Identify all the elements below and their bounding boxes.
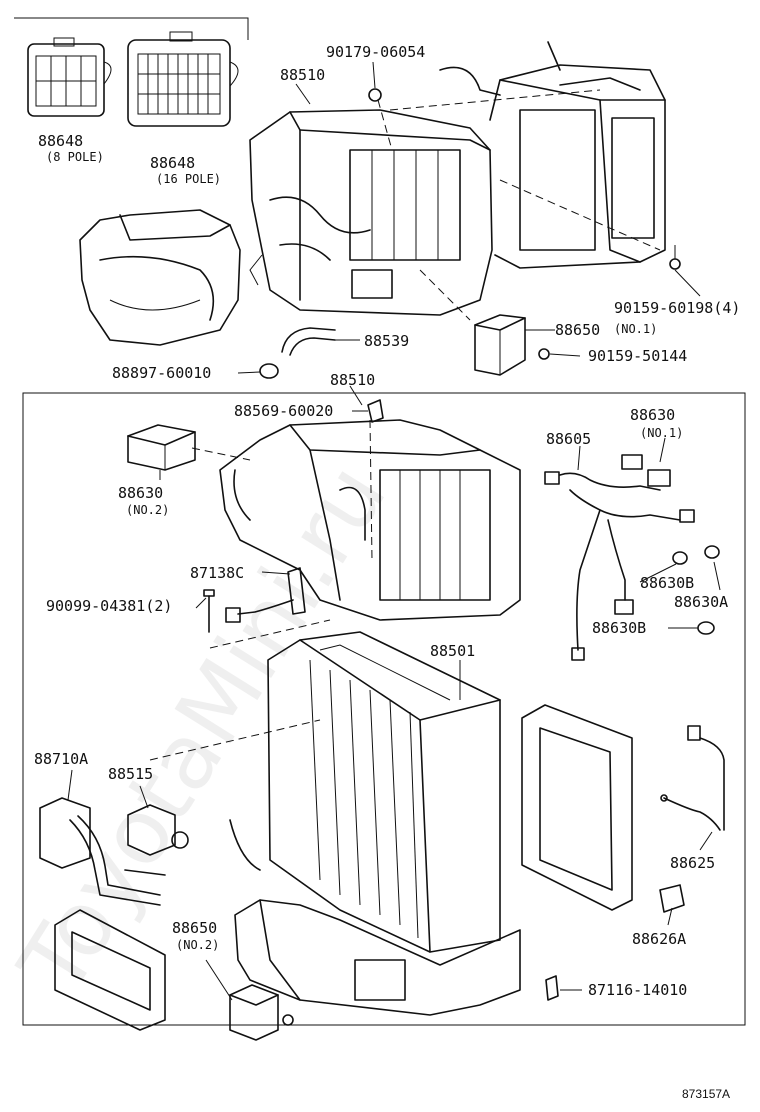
label-88650-no2: 88650 <box>172 919 217 937</box>
evaporator-core-88501-drawing <box>267 631 501 953</box>
leader-line <box>713 561 721 591</box>
tube-88710a-drawing <box>39 797 166 906</box>
clip-88569-drawing <box>367 399 384 423</box>
label-88650-no1: 88650 <box>555 321 600 339</box>
seal-frame-right-drawing <box>521 704 633 911</box>
leader-line <box>195 597 207 609</box>
label-87116-14010: 87116-14010 <box>588 981 687 999</box>
blower-housing-top-left <box>79 209 241 346</box>
label-88650-no2-sub: (NO.2) <box>176 938 219 952</box>
label-88650-no1-sub: (NO.1) <box>614 322 657 336</box>
label-88539: 88539 <box>364 332 409 350</box>
diagram-code: 873157A <box>682 1087 730 1101</box>
bolt-90099-drawing <box>203 589 215 633</box>
label-88501: 88501 <box>430 642 475 660</box>
assembly-line <box>149 719 321 761</box>
cap-drawing <box>259 363 279 379</box>
connector-88630-no2-drawing <box>127 424 196 471</box>
label-88515: 88515 <box>108 765 153 783</box>
label-88630-no1-sub: (NO.1) <box>640 426 683 440</box>
sensor-88625-drawing <box>660 725 725 831</box>
leader-line <box>237 371 261 374</box>
label-88648-8-pole-sub: (8 POLE) <box>46 150 104 164</box>
label-88626a: 88626A <box>632 930 686 948</box>
screw-90159-50144-drawing <box>538 348 550 360</box>
leader-line <box>139 785 149 809</box>
heater-case-top-right <box>439 41 666 269</box>
label-90179-06054: 90179-06054 <box>326 43 425 61</box>
connector-16-pole-drawing <box>127 31 239 127</box>
label-90099-04381: 90099-04381(2) <box>46 597 172 615</box>
amplifier-88650-no2-drawing <box>229 984 294 1041</box>
leader-line <box>261 571 291 575</box>
label-88510-top: 88510 <box>280 66 325 84</box>
label-88630-no2: 88630 <box>118 484 163 502</box>
ac-unit-assembly-top <box>249 109 493 316</box>
leader-line <box>549 353 581 357</box>
assembly-line <box>369 419 373 561</box>
wire-harness-88605-drawing <box>544 454 695 661</box>
connector-8-pole-drawing <box>27 37 112 117</box>
leader-line <box>67 769 73 801</box>
leader-line <box>372 61 376 89</box>
sensor-87138c-drawing <box>225 567 306 623</box>
screw-90159-60198-drawing <box>669 245 681 270</box>
leader-line <box>349 385 363 406</box>
label-88625: 88625 <box>670 854 715 872</box>
connector-group-bracket <box>14 17 249 40</box>
evaporator-case-upper <box>219 419 521 621</box>
label-88605: 88605 <box>546 430 591 448</box>
assembly-line <box>191 447 251 461</box>
leader-line <box>295 83 311 105</box>
assembly-line <box>499 179 661 251</box>
leader-line <box>577 445 581 471</box>
label-88710a: 88710A <box>34 750 88 768</box>
expansion-valve-88515-drawing <box>127 804 189 856</box>
leader-line <box>659 437 666 463</box>
label-88630b-upper: 88630B <box>640 574 694 592</box>
label-88569-60020: 88569-60020 <box>234 402 333 420</box>
label-88648-16-pole: 88648 <box>150 154 195 172</box>
assembly-line <box>377 99 393 151</box>
label-88630b-lower: 88630B <box>592 619 646 637</box>
drain-hose-drawing <box>281 327 336 353</box>
leader-line <box>639 563 677 583</box>
leader-line <box>667 907 673 926</box>
leader-line <box>699 831 713 851</box>
assembly-line <box>389 89 601 111</box>
label-88648-8-pole: 88648 <box>38 132 83 150</box>
label-88630a: 88630A <box>674 593 728 611</box>
label-88630-no1: 88630 <box>630 406 675 424</box>
assembly-line <box>419 269 471 321</box>
leader-line <box>205 959 233 1001</box>
leader-line <box>674 269 701 297</box>
label-88510-mid: 88510 <box>330 371 375 389</box>
clip-87116-drawing <box>545 975 559 1001</box>
label-90159-50144: 90159-50144 <box>588 347 687 365</box>
sensor-88626a-drawing <box>659 884 685 913</box>
label-90159-60198: 90159-60198(4) <box>614 299 740 317</box>
label-88897-60010: 88897-60010 <box>112 364 211 382</box>
assembly-line <box>209 619 331 649</box>
detail-frame <box>22 392 746 1026</box>
evaporator-case-lower-drawing <box>229 819 521 1016</box>
label-88630-no2-sub: (NO.2) <box>126 503 169 517</box>
label-88648-16-pole-sub: (16 POLE) <box>156 172 221 186</box>
clip-90179-drawing <box>368 88 382 102</box>
label-87138c: 87138C <box>190 564 244 582</box>
seal-frame-left-drawing <box>54 909 166 1031</box>
amplifier-88650-no1-drawing <box>474 314 526 376</box>
